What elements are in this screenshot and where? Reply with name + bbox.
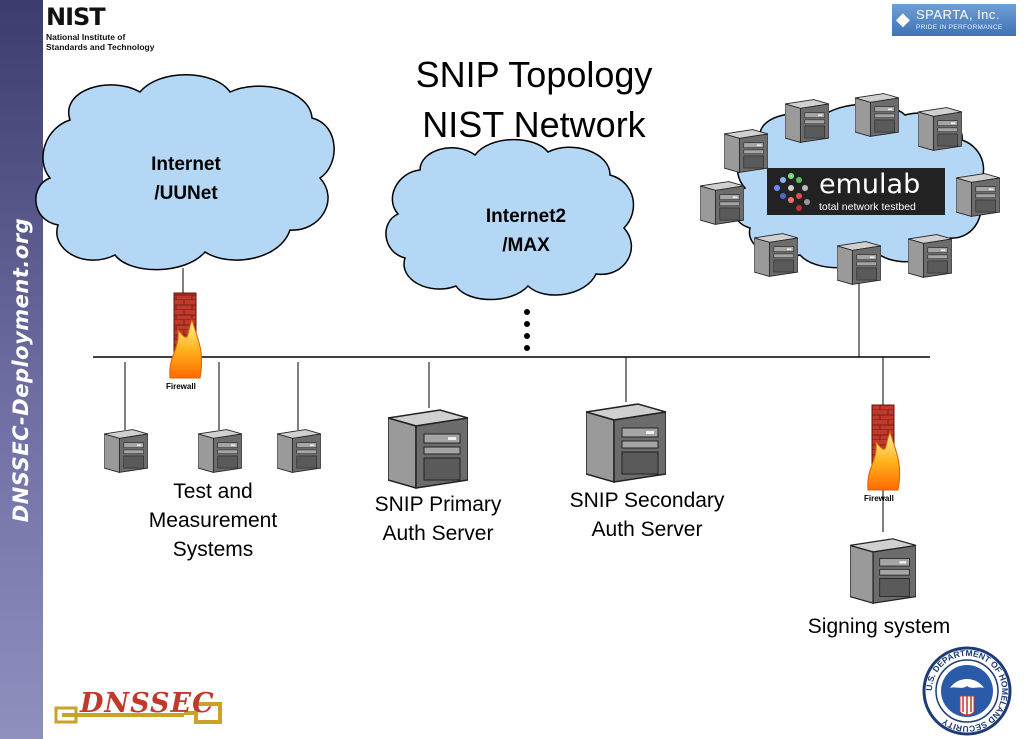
primary-label-line2: Auth Server (382, 522, 494, 545)
emulab-node-icon (837, 241, 881, 285)
nist-logo-line1: National Institute of (46, 32, 126, 42)
dnssec-key-icon (54, 702, 222, 724)
emulab-node-icon (918, 107, 962, 151)
test-label-line2: Measurement (148, 509, 278, 532)
primary-label-line1: SNIP Primary (374, 493, 502, 516)
dnssec-logo: DNSSEC (54, 688, 224, 726)
nist-logo-subtitle: National Institute of Standards and Tech… (46, 32, 154, 52)
test-label-line3: Systems (172, 538, 254, 561)
slide-title: SNIP Topology NIST Network (384, 50, 684, 150)
sparta-diamond-icon: ◆ (896, 9, 910, 29)
emulab-node-icon (908, 234, 952, 278)
signing-system-label: Signing system (807, 615, 951, 638)
internet-label-line1: Internet (151, 154, 221, 175)
test-server-icon (104, 429, 148, 473)
emulab-name: emulab (819, 169, 921, 200)
internet2-cloud-label: Internet2 /MAX (466, 202, 586, 260)
emulab-network-icon (774, 173, 810, 211)
internet2-cloud (385, 138, 635, 301)
firewall-icon (867, 404, 901, 491)
secondary-label-line1: SNIP Secondary (569, 489, 725, 512)
internet2-label-line2: /MAX (502, 235, 550, 256)
emulab-tagline: total network testbed (819, 201, 916, 213)
emulab-node-icon (855, 93, 899, 137)
continuation-dot (524, 321, 530, 327)
internet-cloud-label: Internet /UUNet (126, 150, 246, 208)
secondary-server-icon (586, 403, 666, 483)
internet-cloud (35, 74, 335, 271)
emulab-node-icon (724, 129, 768, 173)
continuation-dot (524, 345, 530, 351)
test-server-icon (277, 429, 321, 473)
emulab-node-icon (700, 181, 744, 225)
emulab-logo: emulab total network testbed (767, 168, 945, 215)
title-line-2: NIST Network (422, 104, 646, 145)
continuation-dot (524, 309, 530, 315)
emulab-node-icon (754, 233, 798, 277)
emulab-node-icon (785, 99, 829, 143)
test-systems-label: Test and Measurement Systems (130, 477, 296, 564)
sparta-logo-name: SPARTA, Inc. (916, 7, 1001, 22)
emulab-node-icon (956, 173, 1000, 217)
nist-logo-line2: Standards and Technology (46, 42, 155, 52)
continuation-dot (524, 333, 530, 339)
sparta-logo-tagline: PRIDE IN PERFORMANCE (916, 24, 1003, 31)
dnssec-logo-word: DNSSEC (80, 688, 215, 719)
internet-label-line2: /UUNet (154, 183, 218, 204)
dhs-seal: U.S. DEPARTMENT OF HOMELAND SECURITY (922, 646, 1012, 736)
title-line-1: SNIP Topology (415, 54, 653, 95)
firewall-label: Firewall (864, 494, 894, 503)
test-server-icon (198, 429, 242, 473)
primary-server-icon (388, 409, 468, 489)
firewall-label: Firewall (166, 382, 196, 391)
nist-logo-word: NIST (46, 3, 106, 31)
secondary-server-label: SNIP Secondary Auth Server (549, 486, 745, 544)
sparta-logo: ◆ SPARTA, Inc. PRIDE IN PERFORMANCE (892, 4, 1016, 36)
sidebar: DNSSEC-Deployment.org (0, 0, 43, 739)
test-label-line1: Test and (173, 480, 253, 503)
primary-server-label: SNIP Primary Auth Server (350, 490, 526, 548)
internet2-label-line1: Internet2 (485, 206, 567, 227)
secondary-label-line2: Auth Server (591, 518, 703, 541)
firewall-icon (169, 292, 203, 379)
signing-server-icon (850, 538, 916, 604)
nist-logo: NIST National Institute of Standards and… (46, 4, 186, 56)
